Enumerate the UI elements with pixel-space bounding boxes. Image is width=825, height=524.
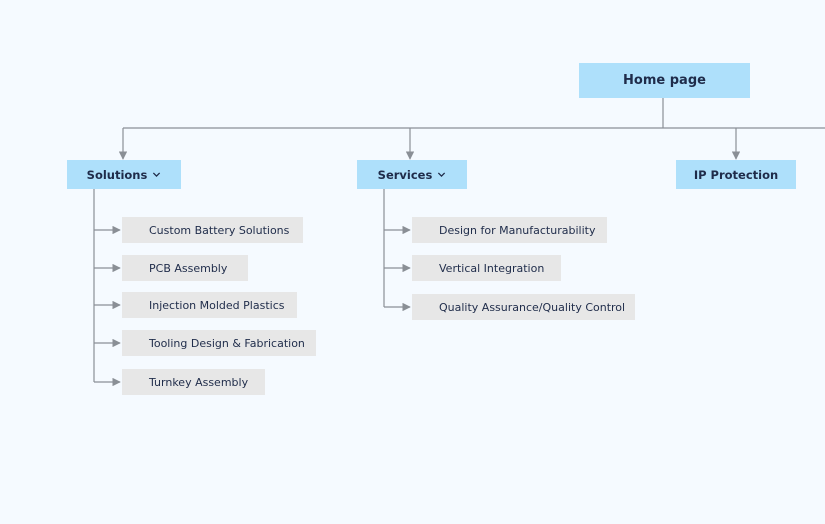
home-page-label: Home page (623, 73, 706, 88)
services-child-vertical-integration[interactable]: Vertical Integration (412, 255, 561, 281)
child-label: PCB Assembly (149, 261, 228, 275)
ip-protection-label: IP Protection (693, 167, 779, 182)
solutions-child-turnkey-assembly[interactable]: Turnkey Assembly (122, 369, 265, 395)
solutions-child-injection-molded[interactable]: Injection Molded Plastics (122, 292, 297, 318)
solutions-child-tooling-design[interactable]: Tooling Design & Fabrication (122, 330, 316, 356)
solutions-child-custom-battery[interactable]: Custom Battery Solutions (122, 217, 303, 243)
solutions-label: Solutions (86, 167, 148, 182)
solutions-child-pcb-assembly[interactable]: PCB Assembly (122, 255, 248, 281)
services-child-design-for-manufacturability[interactable]: Design for Manufacturability (412, 217, 607, 243)
chevron-down-icon[interactable] (437, 170, 446, 179)
child-label: Design for Manufacturability (439, 223, 596, 237)
child-label: Quality Assurance/Quality Control (439, 300, 626, 314)
chevron-down-icon[interactable] (152, 170, 161, 179)
child-label: Vertical Integration (439, 261, 545, 275)
child-label: Turnkey Assembly (149, 375, 249, 389)
services-label: Services (377, 167, 433, 182)
ip-protection-node[interactable]: IP Protection (676, 160, 796, 189)
child-label: Injection Molded Plastics (149, 298, 285, 312)
child-label: Tooling Design & Fabrication (149, 336, 305, 350)
services-node[interactable]: Services (357, 160, 467, 189)
services-child-quality-assurance[interactable]: Quality Assurance/Quality Control (412, 294, 635, 320)
home-page-node[interactable]: Home page (579, 63, 750, 98)
solutions-node[interactable]: Solutions (67, 160, 181, 189)
child-label: Custom Battery Solutions (149, 223, 290, 237)
